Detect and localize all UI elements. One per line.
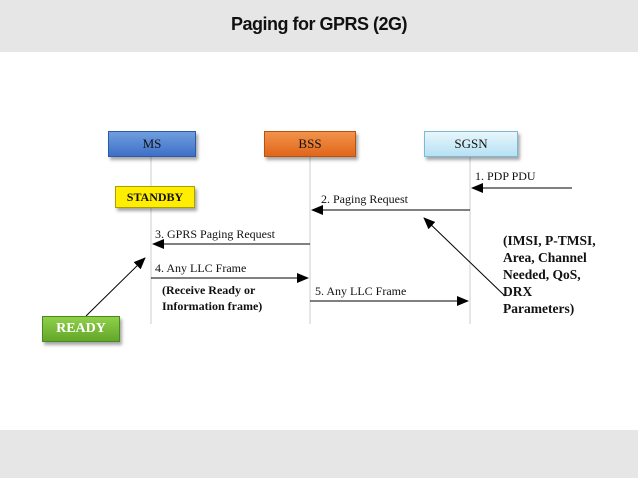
label-paging-request: 2. Paging Request: [321, 192, 408, 206]
param-line: Needed, QoS,: [503, 267, 581, 282]
param-line: Parameters): [503, 301, 575, 316]
frame-note-line: (Receive Ready or: [162, 283, 256, 297]
footer-band: [0, 430, 638, 478]
arrow-ready-pointer: [85, 257, 146, 317]
page-title: Paging for GPRS (2G): [230, 14, 408, 34]
entity-bss: BSS: [264, 131, 356, 157]
standby-state: STANDBY: [115, 186, 195, 208]
label-llc-frame-1: 4. Any LLC Frame: [155, 261, 247, 275]
ready-state: READY: [42, 316, 120, 342]
frame-note-line: Information frame): [162, 299, 263, 313]
entity-ms: MS: [108, 131, 196, 157]
label-gprs-paging-request: 3. GPRS Paging Request: [155, 227, 276, 241]
entity-sgsn: SGSN: [424, 131, 518, 157]
label-pdp-pdu: 1. PDP PDU: [475, 169, 536, 183]
param-line: DRX: [503, 284, 533, 299]
param-line: Area, Channel: [503, 250, 587, 265]
paging-parameters: (IMSI, P-TMSI, Area, Channel Needed, QoS…: [503, 232, 596, 317]
param-line: (IMSI, P-TMSI,: [503, 233, 596, 248]
arrow-params-pointer: [423, 217, 506, 297]
label-llc-frame-2: 5. Any LLC Frame: [315, 284, 407, 298]
header-band: [0, 0, 638, 52]
frame-note: (Receive Ready or Information frame): [162, 282, 262, 314]
